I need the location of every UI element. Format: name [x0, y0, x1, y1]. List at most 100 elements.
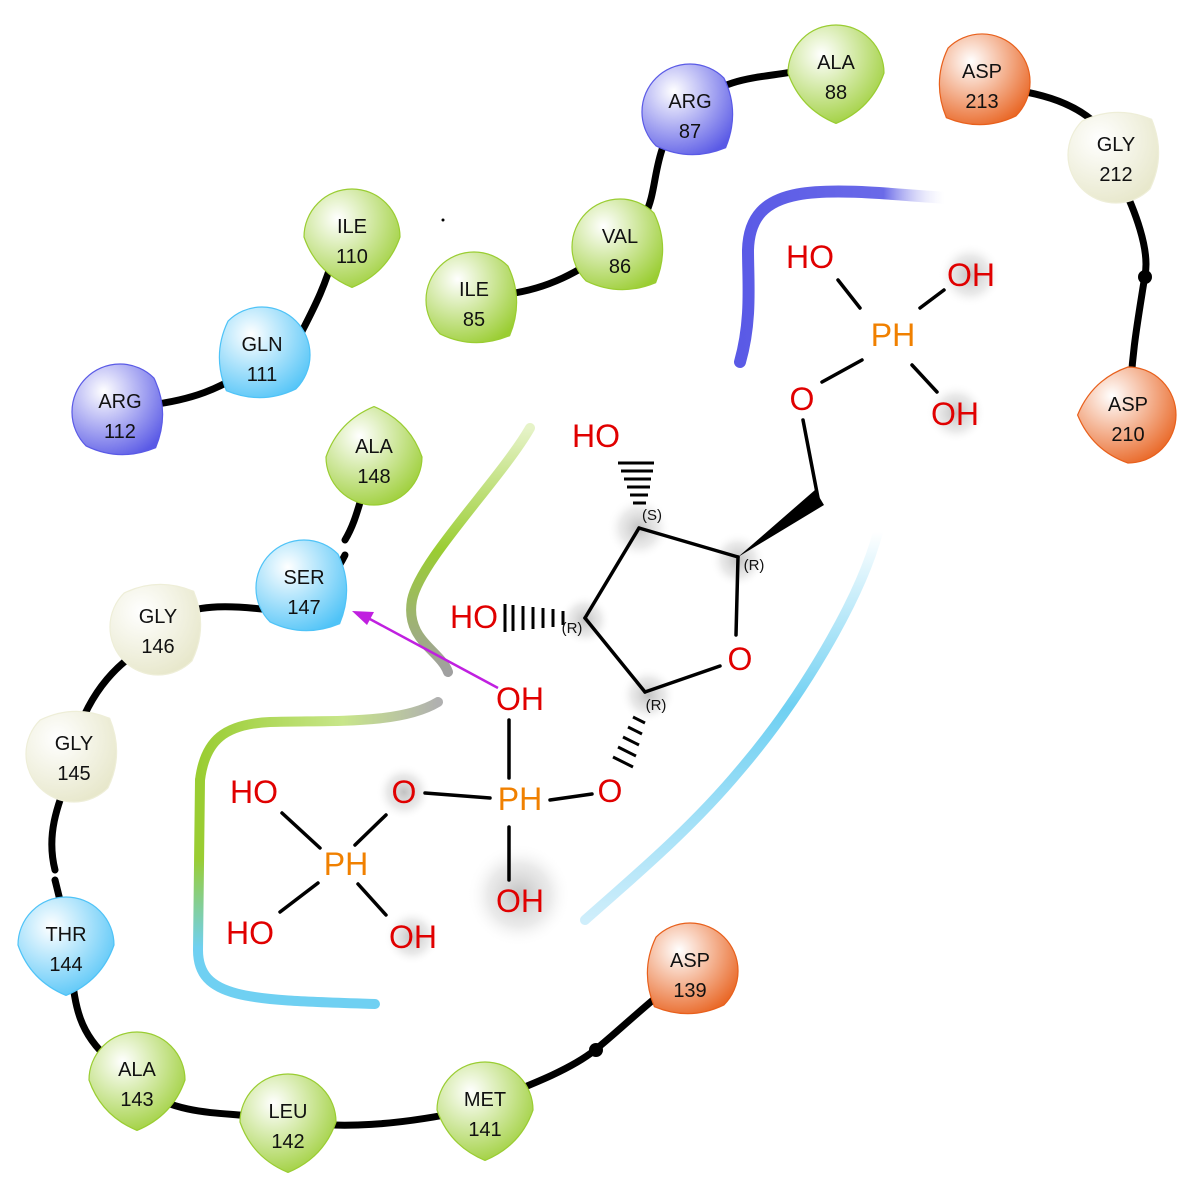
residue-number: 141 [468, 1119, 501, 1141]
pocket-line-left [192, 775, 380, 1009]
residue-val-86: VAL 86 [571, 198, 664, 291]
residue-shape [71, 363, 164, 456]
residue-number: 143 [120, 1089, 153, 1111]
residue-number: 87 [679, 121, 701, 143]
atom-o-bridge: O [392, 774, 417, 810]
atom-o-glycosidic: O [598, 773, 623, 809]
residue-number: 146 [141, 636, 174, 658]
residue-shape [17, 896, 115, 997]
atom-oh-pl-bot: OH [389, 919, 437, 955]
residue-gly-145: GLY 145 [25, 710, 118, 803]
residue-number: 112 [104, 421, 136, 443]
residue-number: 147 [287, 597, 320, 619]
atom-o-pt: O [790, 381, 815, 417]
residue-number: 88 [825, 82, 847, 104]
residue-leu-142: LEU 142 [239, 1073, 337, 1174]
residue-shape [303, 188, 401, 289]
hashed-bonds [503, 461, 654, 769]
residue-name: ILE [337, 216, 367, 238]
atom-labels: HO HO O OH O O PH OH PH HO HO OH PH HO O… [226, 239, 995, 955]
residue-arg-87: ARG 87 [641, 63, 734, 156]
atom-p-top: PH [871, 317, 915, 353]
residue-number: 139 [673, 980, 706, 1002]
residue-number: 142 [271, 1131, 304, 1153]
residue-number: 110 [336, 246, 368, 268]
stereo-labels: (S) (R) (R) (R) [562, 507, 765, 714]
residue-name: ASP [670, 950, 710, 972]
atom-ho-pl-bot: HO [226, 915, 274, 951]
residue-asp-210: ASP 210 [1076, 366, 1177, 464]
pocket-line-polar-right [580, 527, 883, 925]
residue-name: MET [464, 1089, 506, 1111]
residue-number: 86 [609, 256, 631, 278]
residue-gly-212: GLY 212 [1067, 111, 1160, 204]
residue-shape [218, 306, 311, 399]
residue-shape [436, 1061, 534, 1162]
residue-shape [239, 1073, 337, 1174]
residue-shape [571, 198, 664, 291]
residue-layer: ALA88ARG87VAL86ILE85ILE110GLN111ARG112AS… [17, 24, 1177, 1174]
residue-shape [938, 33, 1031, 126]
residue-met-141: MET 141 [436, 1061, 534, 1162]
wedge-bond [738, 490, 824, 557]
residue-name: THR [45, 924, 86, 946]
backbone-break-dot [589, 1043, 603, 1057]
residue-name: ARG [98, 391, 141, 413]
residue-name: ALA [355, 436, 393, 458]
residue-name: SER [283, 567, 324, 589]
residue-shape [25, 710, 118, 803]
atom-ho-top: HO [572, 418, 620, 454]
stereo-r3: (R) [646, 697, 667, 714]
atom-o-ring: O [728, 641, 753, 677]
residue-shape [1067, 111, 1160, 204]
atom-ho-pl-top: HO [230, 774, 278, 810]
residue-ala-88: ALA 88 [787, 24, 885, 125]
residue-name: ARG [668, 91, 711, 113]
atom-oh-pt-bot: OH [931, 396, 979, 432]
residue-number: 145 [57, 763, 90, 785]
residue-number: 210 [1111, 424, 1144, 446]
residue-name: ASP [1108, 394, 1148, 416]
solvent-exposure-halos [376, 243, 1002, 965]
stereo-r1: (R) [744, 557, 765, 574]
atom-ho-pt: HO [786, 239, 834, 275]
residue-shape [255, 539, 348, 632]
residue-name: ASP [962, 61, 1002, 83]
atom-oh-pt-top: OH [947, 257, 995, 293]
atom-ho-left: HO [450, 599, 498, 635]
stray-dot [441, 218, 445, 222]
stereo-r2: (R) [562, 620, 583, 637]
residue-number: 144 [49, 954, 82, 976]
stereo-s1: (S) [642, 507, 662, 524]
bonds [278, 278, 946, 917]
residue-name: VAL [602, 226, 638, 248]
atom-oh-lower: OH [496, 883, 544, 919]
residue-number: 111 [247, 364, 277, 386]
atom-oh-hbond: OH [496, 681, 544, 717]
residue-thr-144: THR 144 [17, 896, 115, 997]
residue-number: 85 [463, 309, 485, 331]
residue-shape [325, 405, 423, 506]
residue-name: ALA [817, 52, 855, 74]
residue-name: GLY [139, 606, 178, 628]
pocket-outline [192, 185, 951, 1009]
residue-gln-111: GLN 111 [218, 306, 311, 399]
residue-shape [641, 63, 734, 156]
residue-ser-147: SER 147 [255, 539, 348, 632]
residue-shape [88, 1031, 186, 1132]
residue-name: GLY [1097, 134, 1136, 156]
residue-number: 212 [1099, 164, 1132, 186]
pocket-line-left-top [195, 697, 443, 785]
residue-name: GLY [55, 733, 94, 755]
residue-name: LEU [269, 1101, 308, 1123]
residue-shape [787, 24, 885, 125]
residue-gly-146: GLY 146 [109, 583, 202, 676]
atom-p-left: PH [324, 846, 368, 882]
residue-shape [646, 922, 739, 1015]
residue-name: GLN [241, 334, 282, 356]
